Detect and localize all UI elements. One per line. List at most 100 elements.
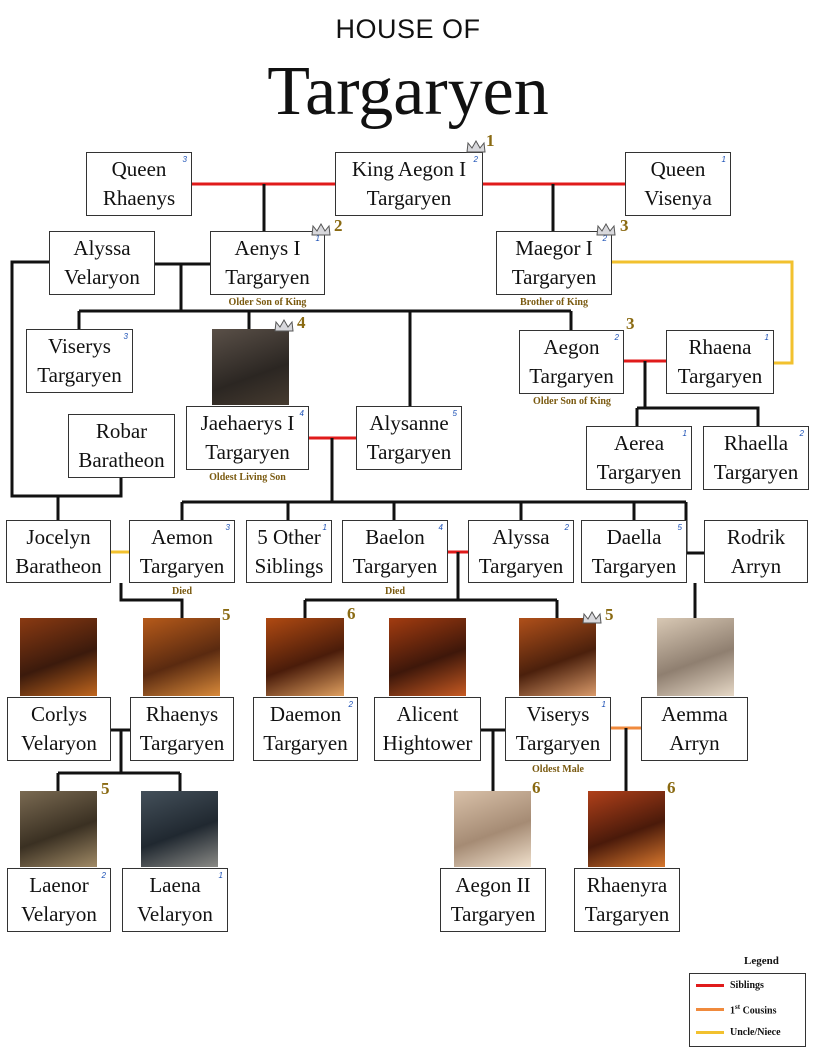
legend-cousins: 1st Cousins — [696, 1003, 776, 1016]
portrait-viserys — [519, 618, 596, 696]
generation-number: 6 — [667, 778, 676, 797]
person-alysanne[interactable]: Alysanne Targaryen 5 — [356, 406, 462, 470]
house-name: Targaryen — [713, 460, 799, 484]
children-bar — [637, 406, 760, 426]
first-name: King Aegon I — [351, 157, 467, 181]
cousins-ordinal: st — [735, 1003, 741, 1011]
person-aegon-i[interactable]: King Aegon I Targaryen 2 — [335, 152, 483, 216]
house-name: Velaryon — [21, 902, 97, 926]
house-name: Visenya — [644, 186, 712, 210]
portrait-laenor — [20, 791, 97, 867]
person-queen-rhaenys[interactable]: Queen Rhaenys 3 — [86, 152, 192, 216]
generation-number: 6 — [347, 604, 356, 623]
birth-order: 1 — [315, 234, 320, 243]
person-aerea[interactable]: Aerea Targaryen 1 — [586, 426, 692, 490]
house-name: Targaryen — [366, 186, 452, 210]
birth-order: 2 — [564, 523, 569, 532]
generation-number: 5 — [101, 779, 110, 798]
house-name: Baratheon — [78, 448, 165, 472]
person-viserys-elder[interactable]: Viserys Targaryen 3 — [26, 329, 133, 393]
person-daemon[interactable]: Daemon Targaryen 2 — [253, 697, 358, 761]
person-rodrik-arryn[interactable]: Rodrik Arryn — [704, 520, 808, 583]
first-name: Viserys — [48, 334, 111, 358]
portrait-alicent — [389, 618, 466, 696]
person-corlys-velaryon[interactable]: Corlys Velaryon — [7, 697, 111, 761]
legend-uncle-niece: Uncle/Niece — [696, 1027, 781, 1038]
house-name: Arryn — [669, 731, 720, 755]
note-aemon: Died — [172, 586, 192, 597]
birth-order: 1 — [601, 700, 606, 709]
person-maegor-i[interactable]: Maegor I Targaryen 2 — [496, 231, 612, 295]
generation-number: 4 — [297, 313, 306, 332]
house-name: Targaryen — [225, 265, 310, 289]
first-name: Aemon — [151, 524, 213, 549]
house-name: Targaryen — [205, 440, 290, 464]
legend-title: Legend — [744, 955, 779, 967]
first-name: Queen — [650, 157, 706, 181]
first-name: Maegor I — [515, 236, 593, 260]
person-jaehaerys-i[interactable]: Jaehaerys I Targaryen 4 — [186, 406, 309, 470]
portrait-rhaenyra — [588, 791, 665, 867]
person-aegon-son-of-aenys[interactable]: Aegon Targaryen 2 — [519, 330, 624, 394]
parent-line — [10, 260, 123, 498]
siblings-swatch — [696, 984, 724, 987]
person-laenor-velaryon[interactable]: Laenor Velaryon 2 — [7, 868, 111, 932]
person-rhaella[interactable]: Rhaella Targaryen 2 — [703, 426, 809, 490]
portrait-jaehaerys — [212, 329, 289, 405]
person-alyssa-velaryon[interactable]: Alyssa Velaryon — [49, 231, 155, 295]
birth-order: 3 — [225, 523, 230, 532]
person-rhaena[interactable]: Rhaena Targaryen 1 — [666, 330, 774, 394]
house-name: Targaryen — [515, 731, 601, 755]
first-name: Robar — [95, 419, 148, 443]
house-name: Targaryen — [450, 902, 536, 926]
person-rhaenys-targaryen[interactable]: Rhaenys Targaryen — [130, 697, 234, 761]
house-name: Targaryen — [366, 440, 452, 464]
house-name: Hightower — [382, 731, 473, 755]
house-name: Targaryen — [139, 731, 225, 755]
uncle-niece-swatch — [696, 1031, 724, 1034]
person-laena-velaryon[interactable]: Laena Velaryon 1 — [122, 868, 228, 932]
person-jocelyn-baratheon[interactable]: Jocelyn Baratheon — [6, 520, 111, 583]
birth-order: 1 — [218, 871, 223, 880]
note-maegor: Brother of King — [520, 297, 588, 308]
person-aemon[interactable]: Aemon Targaryen 3 — [129, 520, 235, 583]
person-rhaenyra[interactable]: Rhaenyra Targaryen — [574, 868, 680, 932]
first-name: Aegon II — [455, 873, 531, 897]
person-alicent-hightower[interactable]: Alicent Hightower — [374, 697, 481, 761]
birth-order: 2 — [602, 234, 607, 243]
first-name: Rhaenyra — [586, 873, 668, 897]
person-daella[interactable]: Daella Targaryen 5 — [581, 520, 687, 583]
birth-order: 1 — [322, 523, 327, 532]
person-other-siblings[interactable]: 5 Other Siblings 1 — [246, 520, 332, 583]
uncle-niece-line — [612, 260, 794, 365]
cousins-text: Cousins — [740, 1005, 777, 1017]
first-name: 5 Other — [257, 524, 321, 549]
person-alyssa-targaryen[interactable]: Alyssa Targaryen 2 — [468, 520, 574, 583]
house-name: Rhaenys — [102, 186, 176, 210]
person-queen-visenya[interactable]: Queen Visenya 1 — [625, 152, 731, 216]
house-name: Targaryen — [511, 265, 597, 289]
person-aegon-ii[interactable]: Aegon II Targaryen — [440, 868, 546, 932]
birth-order: 2 — [348, 700, 353, 709]
first-name: Rhaenys — [145, 702, 219, 726]
person-aemma-arryn[interactable]: Aemma Arryn — [641, 697, 748, 761]
birth-order: 1 — [721, 155, 726, 164]
person-aenys-i[interactable]: Aenys I Targaryen 1 — [210, 231, 325, 295]
house-name: Targaryen — [584, 902, 670, 926]
house-name: Targaryen — [263, 731, 348, 755]
person-viserys-i[interactable]: Viserys Targaryen 1 — [505, 697, 611, 761]
legend: Siblings 1st Cousins Uncle/Niece — [689, 973, 806, 1047]
person-robar-baratheon[interactable]: Robar Baratheon — [68, 414, 175, 478]
birth-order: 2 — [799, 429, 804, 438]
house-name: Velaryon — [21, 731, 97, 755]
generation-number: 5 — [605, 605, 614, 624]
house-name: Targaryen — [677, 364, 763, 388]
first-name: Laena — [149, 873, 201, 897]
generation-number: 3 — [626, 314, 635, 333]
generation-number: 6 — [532, 778, 541, 797]
first-name: Aenys I — [234, 236, 301, 260]
birth-order: 2 — [473, 155, 478, 164]
birth-order: 4 — [299, 409, 304, 418]
person-baelon[interactable]: Baelon Targaryen 4 — [342, 520, 448, 583]
birth-order: 2 — [101, 871, 106, 880]
